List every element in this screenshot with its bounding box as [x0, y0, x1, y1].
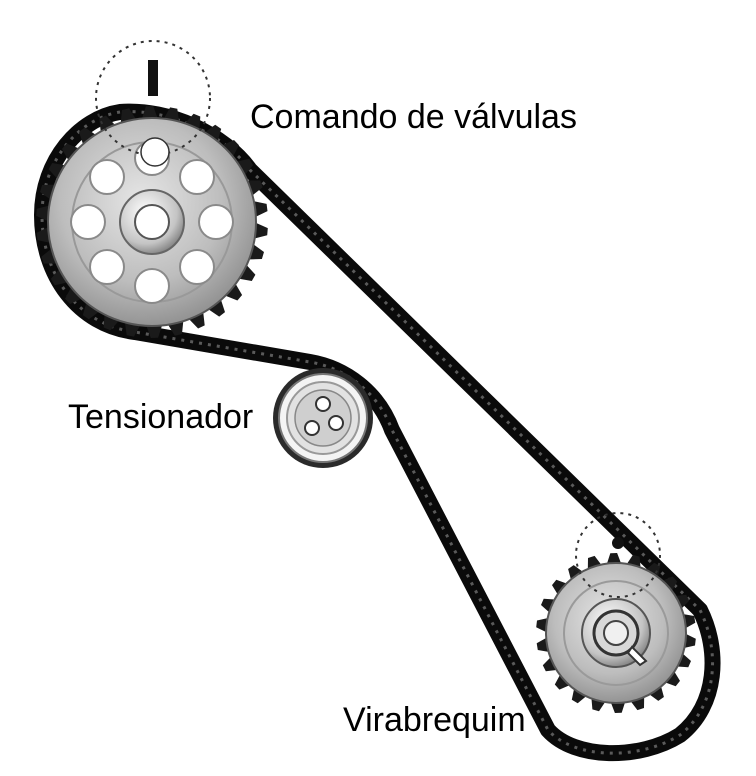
camshaft-gear-holes [70, 140, 234, 304]
tensioner-pulley-icon [273, 368, 373, 468]
tensioner-bolts [304, 396, 344, 436]
tensioner-label: Tensionador [68, 398, 254, 436]
crankshaft-label: Virabrequim [343, 701, 526, 739]
camshaft-timing-mark [95, 40, 211, 167]
camshaft-label: Comando de válvulas [250, 98, 577, 136]
crankshaft-timing-mark [575, 512, 661, 598]
crankshaft-gear-icon [536, 553, 696, 713]
camshaft-gear-icon [36, 106, 268, 338]
